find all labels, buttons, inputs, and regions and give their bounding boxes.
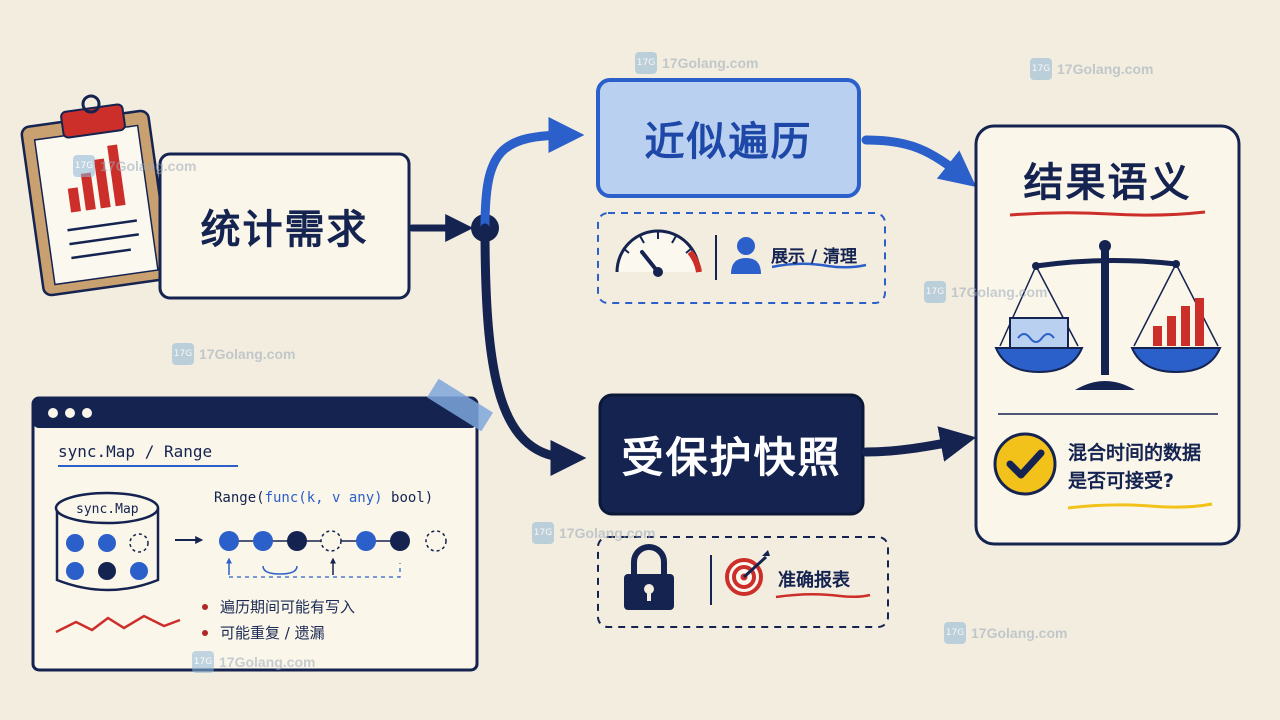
code-note-1: 遍历期间可能有写入 — [202, 596, 355, 617]
database-icon — [54, 491, 160, 592]
stats-need-label: 统计需求 — [200, 207, 369, 253]
approx-label: 近似遍历 — [644, 119, 813, 165]
arrow-snapshot-to-result — [861, 426, 977, 462]
watermark-logo-icon: 17G — [635, 52, 657, 74]
gauge-icon — [615, 229, 702, 277]
range-signature: Range(func(k, v any) bool) — [214, 490, 433, 506]
watermark: 17G 17Golang.com — [1030, 58, 1153, 80]
stats-need-box — [158, 152, 411, 300]
approx-caption: 展示 / 清理 — [771, 247, 858, 267]
result-title-underline — [1009, 210, 1206, 217]
watermark-logo-icon: 17G — [172, 343, 194, 365]
snapshot-caption-underline — [775, 592, 871, 599]
range-signature-suffix: bool) — [382, 490, 434, 506]
watermark: 17G 17Golang.com — [532, 522, 655, 544]
result-question-line1: 混合时间的数据 — [1068, 442, 1202, 464]
snapshot-caption: 准确报表 — [778, 570, 850, 591]
checkmark-icon — [993, 432, 1057, 496]
bullet-dot — [202, 629, 208, 636]
watermark-logo-icon: 17G — [1030, 58, 1052, 80]
range-signature-prefix: Range( — [214, 490, 265, 506]
person-icon — [731, 237, 761, 274]
approx-box — [596, 78, 861, 198]
approx-node: 近似遍历 — [598, 80, 859, 196]
watermark: 17G 17Golang.com — [944, 622, 1067, 644]
snapshot-label: 受保护快照 — [621, 433, 842, 482]
watermark: 17G 17Golang.com — [192, 651, 315, 673]
red-zigzag — [55, 614, 181, 634]
lock-icon — [624, 544, 674, 610]
arrow-approx-to-result — [861, 135, 977, 187]
target-icon — [725, 550, 770, 596]
range-signature-func: func(k, v any) — [264, 490, 383, 506]
code-note-2: 可能重复 / 遗漏 — [202, 622, 325, 643]
watermark-text: 17Golang.com — [1057, 61, 1154, 77]
iteration-chain — [219, 530, 447, 578]
watermark-text: 17Golang.com — [662, 55, 759, 71]
watermark-logo-icon: 17G — [192, 651, 214, 673]
arrow-to-snapshot — [480, 223, 587, 476]
watermark-logo-icon: 17G — [944, 622, 966, 644]
watermark: 17G 17Golang.com — [73, 155, 196, 177]
approx-caption-underline — [771, 262, 867, 269]
snapshot-node: 受保护快照 — [600, 395, 863, 514]
code-panel-title: sync.Map / Range — [58, 442, 213, 461]
watermark: 17G 17Golang.com — [924, 281, 1047, 303]
balance-scale-icon — [994, 240, 1222, 390]
code-note-2-text: 可能重复 / 遗漏 — [220, 624, 325, 642]
approx-caption-box — [597, 212, 886, 304]
result-question-line2: 是否可接受? — [1068, 470, 1175, 492]
bullet-dot — [202, 603, 208, 610]
watermark-text: 17Golang.com — [100, 158, 197, 174]
arrow-to-approx — [480, 117, 585, 233]
watermark: 17G 17Golang.com — [635, 52, 758, 74]
stats-need-node: 统计需求 — [160, 154, 409, 298]
code-note-1-text: 遍历期间可能有写入 — [220, 598, 356, 616]
result-question-underline — [1067, 502, 1213, 510]
watermark-logo-icon: 17G — [532, 522, 554, 544]
watermark-text: 17Golang.com — [971, 625, 1068, 641]
snapshot-caption-box — [597, 536, 889, 628]
watermark-text: 17Golang.com — [199, 346, 296, 362]
clipboard-chart-icon — [20, 94, 172, 297]
result-title: 结果语义 — [1023, 160, 1192, 206]
watermark: 17G 17Golang.com — [172, 343, 295, 365]
watermark-text: 17Golang.com — [951, 284, 1048, 300]
watermark-logo-icon: 17G — [924, 281, 946, 303]
watermark-text: 17Golang.com — [219, 654, 316, 670]
database-label: sync.Map — [76, 502, 139, 517]
watermark-logo-icon: 17G — [73, 155, 95, 177]
watermark-text: 17Golang.com — [559, 525, 656, 541]
